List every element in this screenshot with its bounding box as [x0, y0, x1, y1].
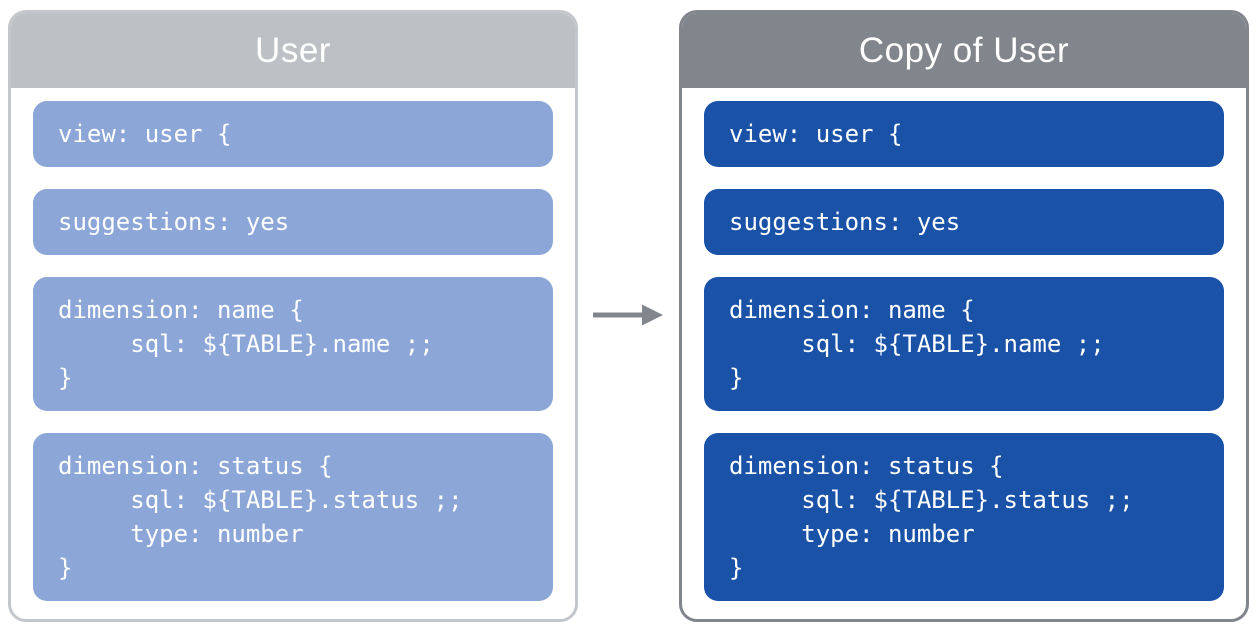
panel-user-title: User — [255, 31, 331, 70]
panel-copy-of-user-body: view: user { suggestions: yes dimension:… — [682, 88, 1246, 601]
code-block-view-declaration: view: user { — [33, 101, 553, 167]
panel-user-header: User — [11, 13, 575, 88]
panel-copy-of-user-header: Copy of User — [682, 13, 1246, 88]
panel-copy-of-user-title: Copy of User — [858, 31, 1070, 70]
code-block-dimension-name: dimension: name { sql: ${TABLE}.name ;; … — [704, 277, 1224, 411]
code-block-dimension-status: dimension: status { sql: ${TABLE}.status… — [704, 433, 1224, 601]
code-block-dimension-status: dimension: status { sql: ${TABLE}.status… — [33, 433, 553, 601]
code-block-suggestions: suggestions: yes — [704, 189, 1224, 255]
code-block-suggestions: suggestions: yes — [33, 189, 553, 255]
panel-user-body: view: user { suggestions: yes dimension:… — [11, 88, 575, 601]
code-block-view-declaration: view: user { — [704, 101, 1224, 167]
panel-copy-of-user: Copy of User view: user { suggestions: y… — [679, 10, 1249, 622]
panel-user: User view: user { suggestions: yes dimen… — [8, 10, 578, 622]
arrow-right-icon — [593, 304, 663, 326]
code-block-dimension-name: dimension: name { sql: ${TABLE}.name ;; … — [33, 277, 553, 411]
